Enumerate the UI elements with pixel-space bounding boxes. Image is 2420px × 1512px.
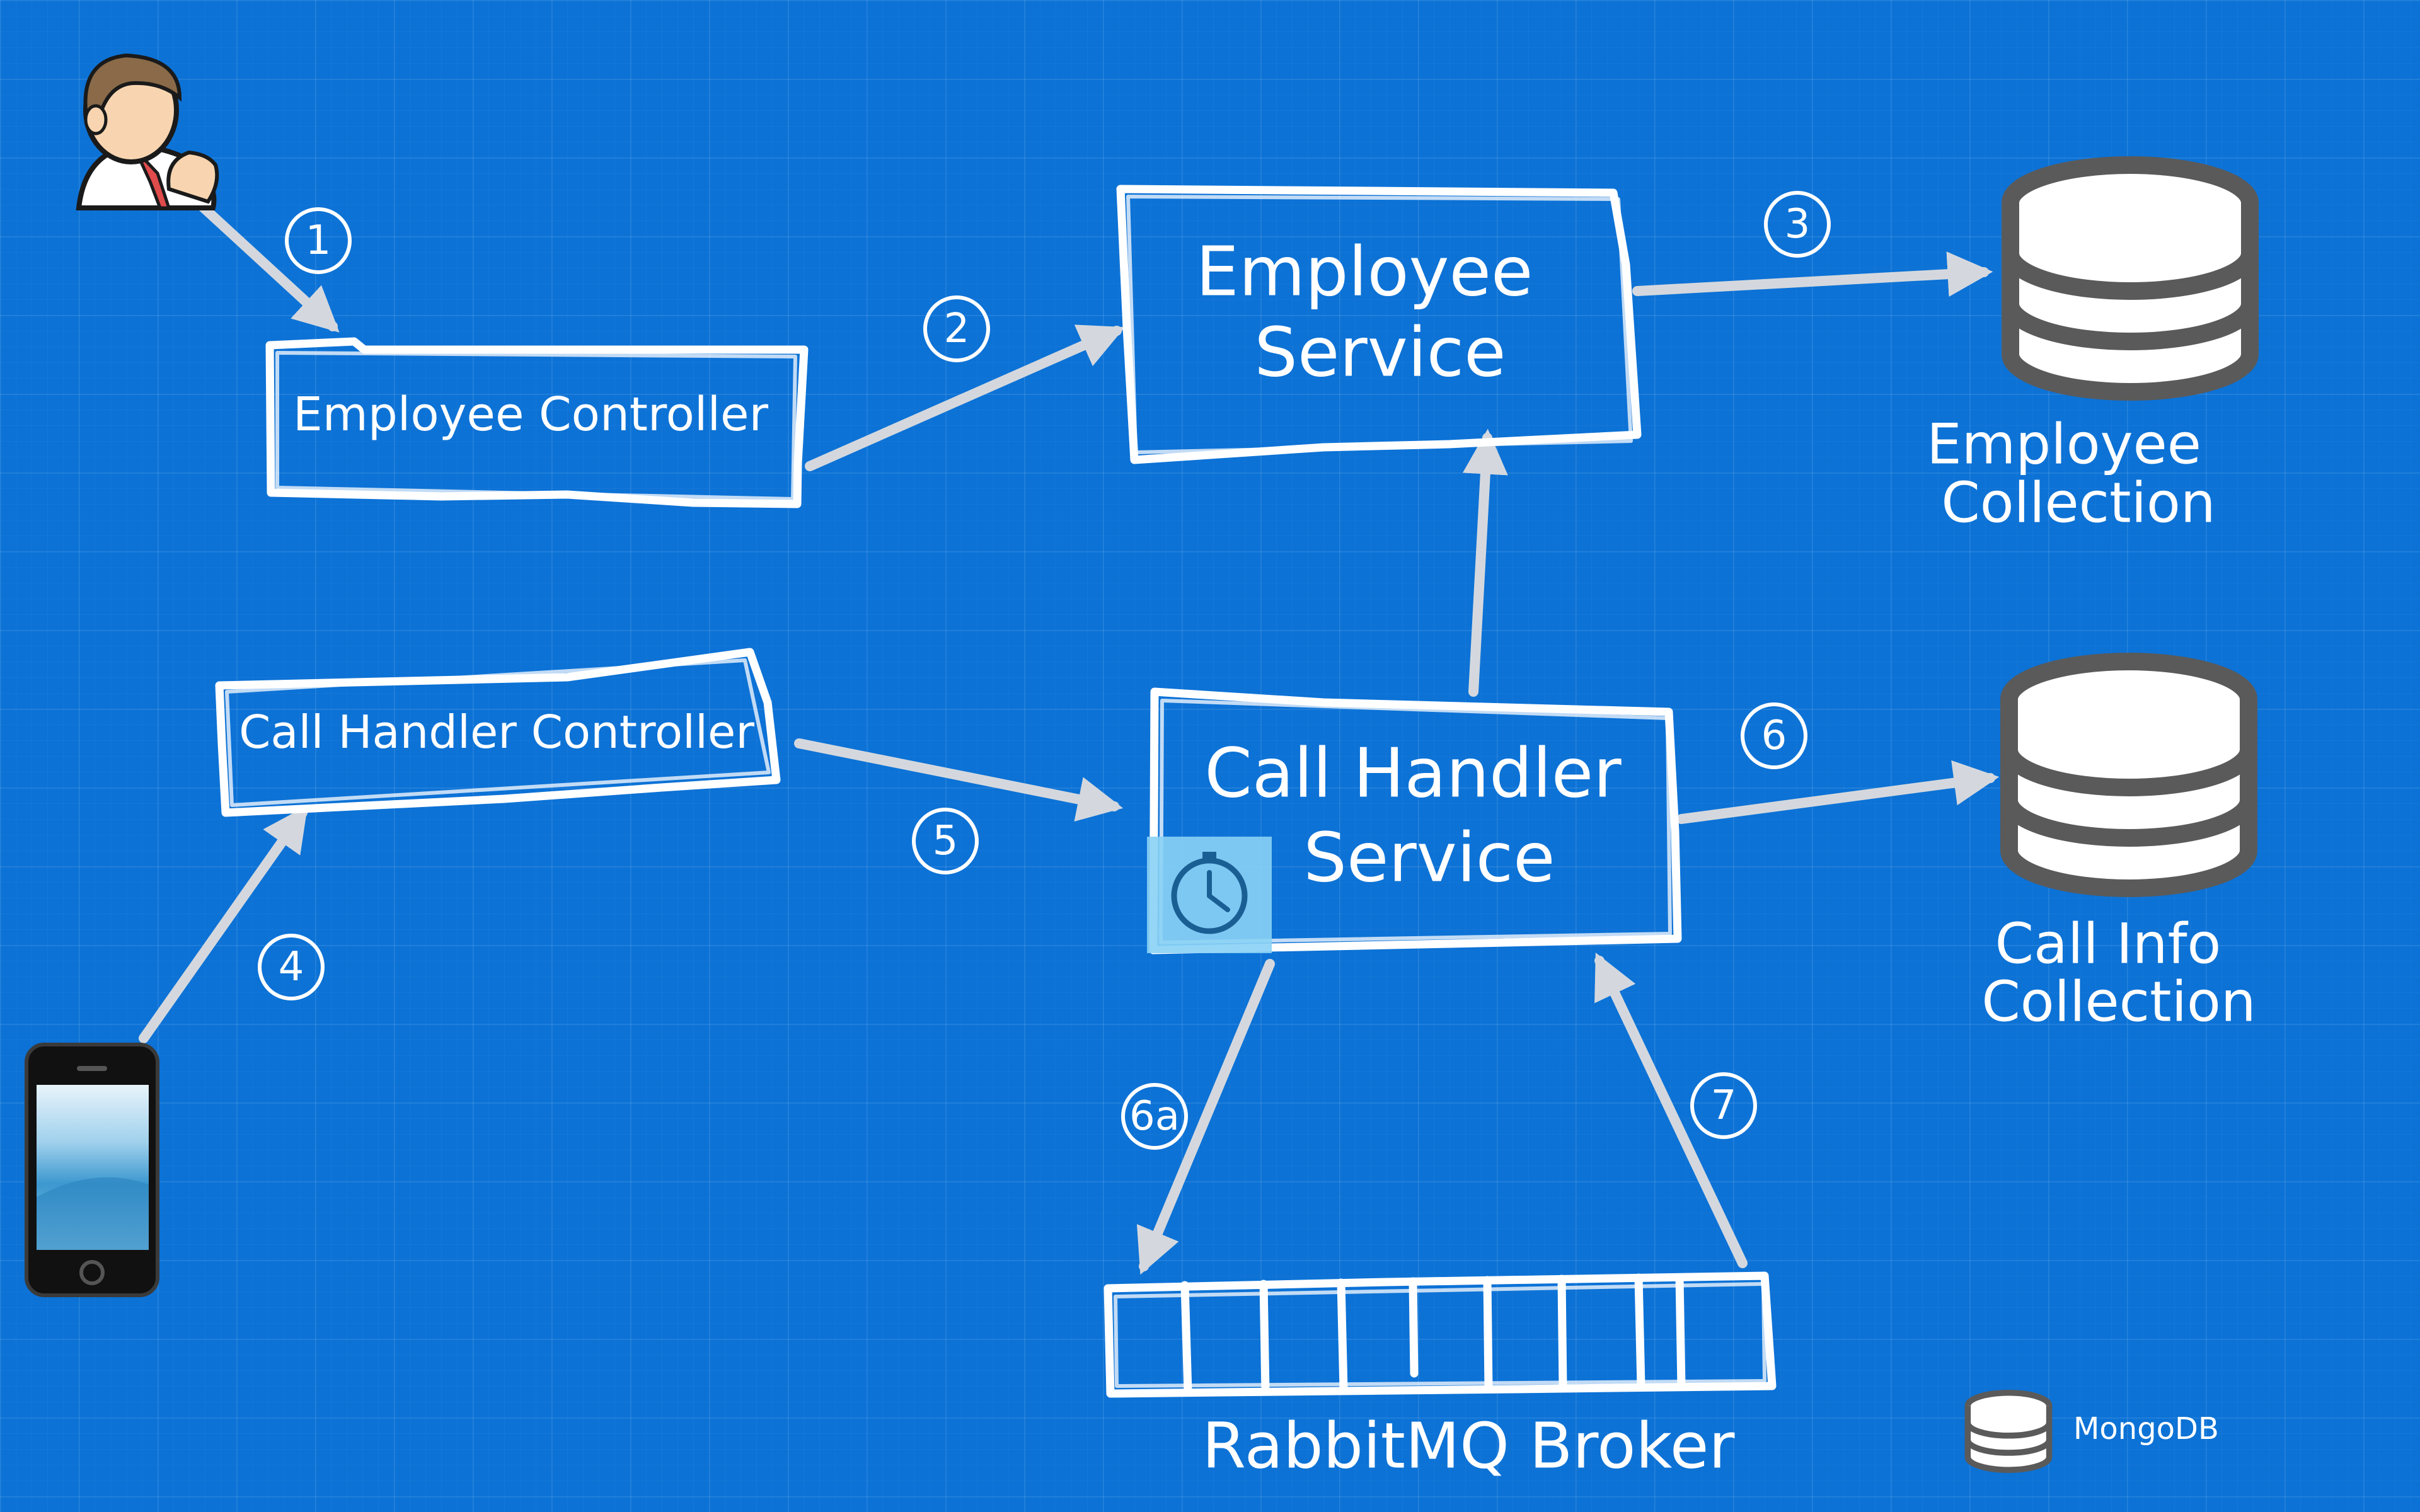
arrow-user-to-employee-controller [195, 200, 340, 333]
call-info-collection-label-line2: Collection [1981, 970, 2256, 1034]
svg-text:7: 7 [1711, 1082, 1737, 1129]
step-3-marker: 3 [1764, 191, 1831, 258]
call-info-collection-database-icon [2009, 662, 2249, 888]
arrow-phone-to-call-handler-controller [139, 805, 308, 1043]
call-handler-service-label-line1: Call Handler [1204, 735, 1622, 813]
employee-controller-box: Employee Controller [265, 337, 809, 508]
employee-collection-database-icon [2010, 165, 2250, 392]
legend-database-icon [1968, 1393, 2049, 1470]
svg-text:1: 1 [306, 217, 331, 264]
arrow-call-controller-to-service [794, 738, 1124, 822]
svg-text:6: 6 [1761, 713, 1787, 759]
call-info-collection: Call Info Collection [1981, 912, 2256, 1034]
svg-text:5: 5 [933, 818, 959, 864]
step-markers: 1 2 3 4 5 6 6a 7 [258, 191, 1831, 1150]
stopwatch-icon [1147, 837, 1272, 953]
step-6a-marker: 6a [1121, 1083, 1188, 1150]
call-handler-service-box: Call Handler Service [1147, 687, 1682, 954]
step-7-marker: 7 [1690, 1072, 1757, 1139]
employee-service-box: Employee Service [1116, 185, 1642, 464]
call-info-collection-label-line1: Call Info [1995, 912, 2221, 976]
call-handler-controller-box: Call Handler Controller [215, 648, 781, 817]
legend-mongodb: MongoDB [1968, 1393, 2219, 1470]
svg-text:4: 4 [279, 944, 304, 990]
legend-mongodb-label: MongoDB [2073, 1411, 2219, 1446]
arrow-employee-controller-to-service [805, 324, 1126, 471]
arrow-call-service-to-call-info-collection [1676, 760, 2000, 824]
svg-text:6a: 6a [1129, 1093, 1180, 1140]
step-5-marker: 5 [912, 808, 979, 874]
rabbitmq-broker-label: RabbitMQ Broker [1202, 1409, 1736, 1483]
employee-controller-label: Employee Controller [293, 387, 769, 442]
call-handler-service-label-line2: Service [1303, 819, 1555, 898]
arrow-employee-service-to-collection [1632, 251, 1993, 297]
employee-collection-label-line2: Collection [1941, 471, 2215, 536]
employee-service-label-line1: Employee [1196, 233, 1533, 312]
rabbitmq-broker-queue: RabbitMQ Broker [1103, 1271, 1777, 1483]
svg-text:3: 3 [1785, 201, 1811, 248]
step-2-marker: 2 [923, 295, 990, 362]
step-6-marker: 6 [1741, 702, 1807, 769]
call-handler-controller-label: Call Handler Controller [239, 706, 754, 759]
step-4-marker: 4 [258, 934, 325, 1000]
svg-text:2: 2 [944, 306, 970, 352]
employee-collection-label-line1: Employee [1927, 412, 2201, 477]
step-1-marker: 1 [285, 207, 352, 274]
employee-service-label-line2: Service [1254, 314, 1506, 392]
smartphone-icon [25, 1043, 159, 1297]
arrows [139, 200, 2000, 1275]
arrow-rabbitmq-to-call-service [1594, 952, 1748, 1268]
arrow-call-service-to-employee-service [1462, 428, 1508, 697]
user-avatar-icon [76, 53, 219, 210]
employee-collection: Employee Collection [1927, 412, 2216, 536]
arrow-call-service-to-rabbitmq [1136, 959, 1275, 1275]
